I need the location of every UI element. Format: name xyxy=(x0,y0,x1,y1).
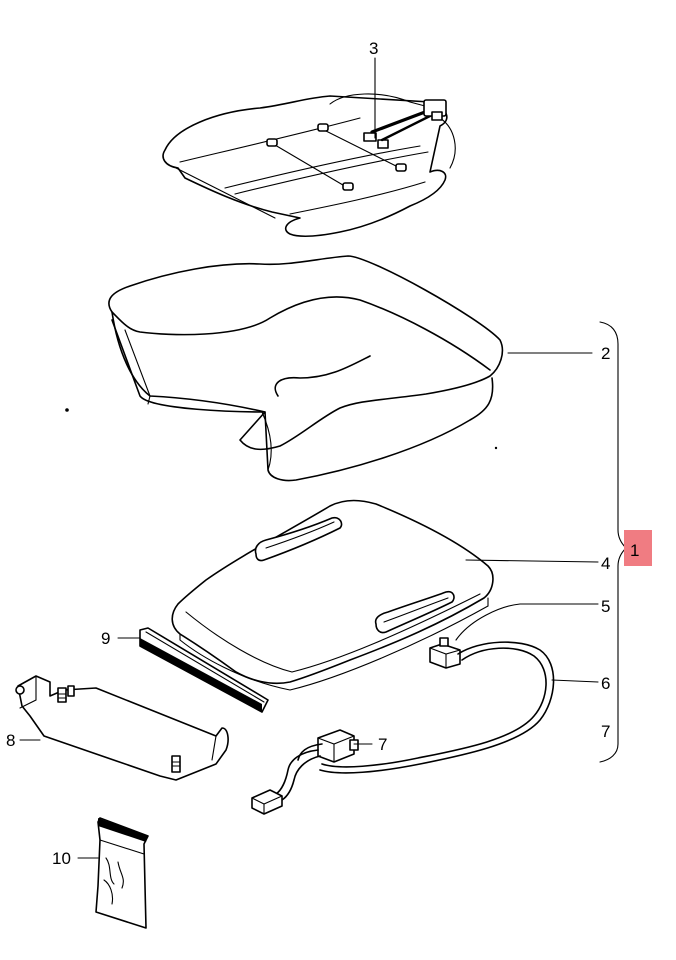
seat-cushion-part-2[interactable] xyxy=(108,255,504,482)
callout-label-2[interactable]: 2 xyxy=(601,344,610,363)
heating-element-part-3[interactable] xyxy=(162,93,456,237)
callout-label-4[interactable]: 4 xyxy=(601,554,610,573)
connector-part-7[interactable] xyxy=(251,729,359,815)
speck-right xyxy=(494,446,498,450)
mounting-bracket-part-8[interactable] xyxy=(15,675,229,781)
callout-label-1[interactable]: 1 xyxy=(630,541,639,560)
callout-label-10[interactable]: 10 xyxy=(52,849,71,868)
callout-label-8[interactable]: 8 xyxy=(6,731,15,750)
callout-label-6[interactable]: 6 xyxy=(601,674,610,693)
sensor-part-5[interactable] xyxy=(429,637,461,669)
callout-label-7-cable[interactable]: 7 xyxy=(378,735,387,754)
callout-label-5[interactable]: 5 xyxy=(601,597,610,616)
speck-left xyxy=(65,408,69,412)
seat-pan-part-4[interactable] xyxy=(171,499,494,691)
parts-bag-part-10[interactable] xyxy=(95,817,149,929)
callout-1-highlight xyxy=(624,530,652,566)
callout-label-3[interactable]: 3 xyxy=(369,39,378,58)
cable-harness-part-6[interactable] xyxy=(319,641,555,774)
callout-label-7-bracket[interactable]: 7 xyxy=(601,722,610,741)
callout-label-9[interactable]: 9 xyxy=(101,629,110,648)
trim-strip-part-9[interactable] xyxy=(139,627,269,713)
